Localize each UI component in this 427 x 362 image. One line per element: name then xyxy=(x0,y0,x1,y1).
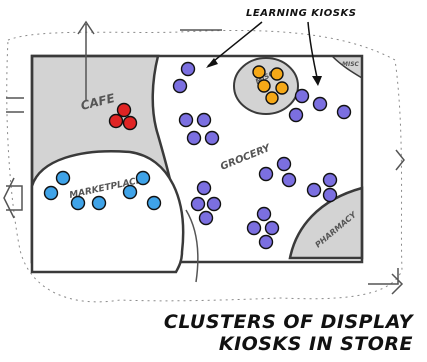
callout-arrowhead-right xyxy=(312,76,322,86)
kiosk-markers xyxy=(43,61,352,250)
kiosk-learning xyxy=(196,112,212,128)
kiosk-marketplace xyxy=(43,185,59,201)
arrow-left-top xyxy=(6,97,24,113)
learning-kiosks-callout: LEARNING KIOSKS xyxy=(246,8,357,19)
callout-arrowheads xyxy=(206,58,322,86)
kiosk-marketplace xyxy=(146,195,162,211)
kiosk-learning xyxy=(276,156,292,172)
kiosk-misc xyxy=(275,81,289,95)
kiosk-learning xyxy=(281,172,297,188)
kiosk-learning xyxy=(312,96,328,112)
kiosk-cafe xyxy=(108,113,124,129)
kiosk-learning xyxy=(198,210,214,226)
traffic-arrows xyxy=(3,20,405,295)
kiosk-learning xyxy=(172,78,188,94)
kiosk-marketplace xyxy=(55,170,71,186)
arrow-right-side xyxy=(395,149,405,171)
arrow-bottom-right xyxy=(368,268,404,295)
store-outline xyxy=(30,54,364,264)
callout-arrow-right xyxy=(307,21,319,83)
kiosk-marketplace xyxy=(70,195,86,211)
kiosk-learning xyxy=(190,196,206,212)
kiosk-learning xyxy=(306,182,322,198)
kiosk-learning xyxy=(204,130,220,146)
caption-line-2: KIOSKS IN STORE xyxy=(218,333,413,355)
arrow-bottom xyxy=(185,209,199,283)
kiosk-learning xyxy=(178,112,194,128)
kiosk-learning xyxy=(294,88,310,104)
marketplace-zone xyxy=(30,150,185,274)
kiosk-marketplace xyxy=(91,195,107,211)
kiosk-marketplace xyxy=(135,170,151,186)
kiosk-learning xyxy=(322,172,338,188)
kiosk-learning xyxy=(186,130,202,146)
kiosk-misc xyxy=(257,79,271,93)
kiosk-learning xyxy=(256,206,272,222)
kiosk-learning xyxy=(206,196,222,212)
kiosk-misc xyxy=(252,65,266,79)
outer-dotted-boundary xyxy=(6,29,403,303)
kiosk-learning xyxy=(322,187,338,203)
kiosk-learning xyxy=(180,61,196,77)
kiosk-cafe xyxy=(116,102,132,118)
kiosk-learning xyxy=(258,166,274,182)
kiosk-marketplace xyxy=(122,184,138,200)
callout-arrowhead-left xyxy=(206,58,218,68)
kiosk-learning xyxy=(336,104,352,120)
kiosk-learning xyxy=(258,234,274,250)
kiosk-learning xyxy=(264,220,280,236)
caption-line-1: CLUSTERS OF DISPLAY xyxy=(163,311,413,333)
kiosk-cafe xyxy=(122,115,138,131)
kiosk-misc xyxy=(265,91,279,105)
arrow-top-left xyxy=(77,20,95,100)
zone-label-misc: MISC xyxy=(342,61,360,68)
kiosk-learning xyxy=(196,180,212,196)
kiosk-learning xyxy=(246,220,262,236)
kiosk-misc xyxy=(270,67,284,81)
arrow-left-bottom xyxy=(3,177,23,219)
kiosk-learning xyxy=(288,107,304,123)
